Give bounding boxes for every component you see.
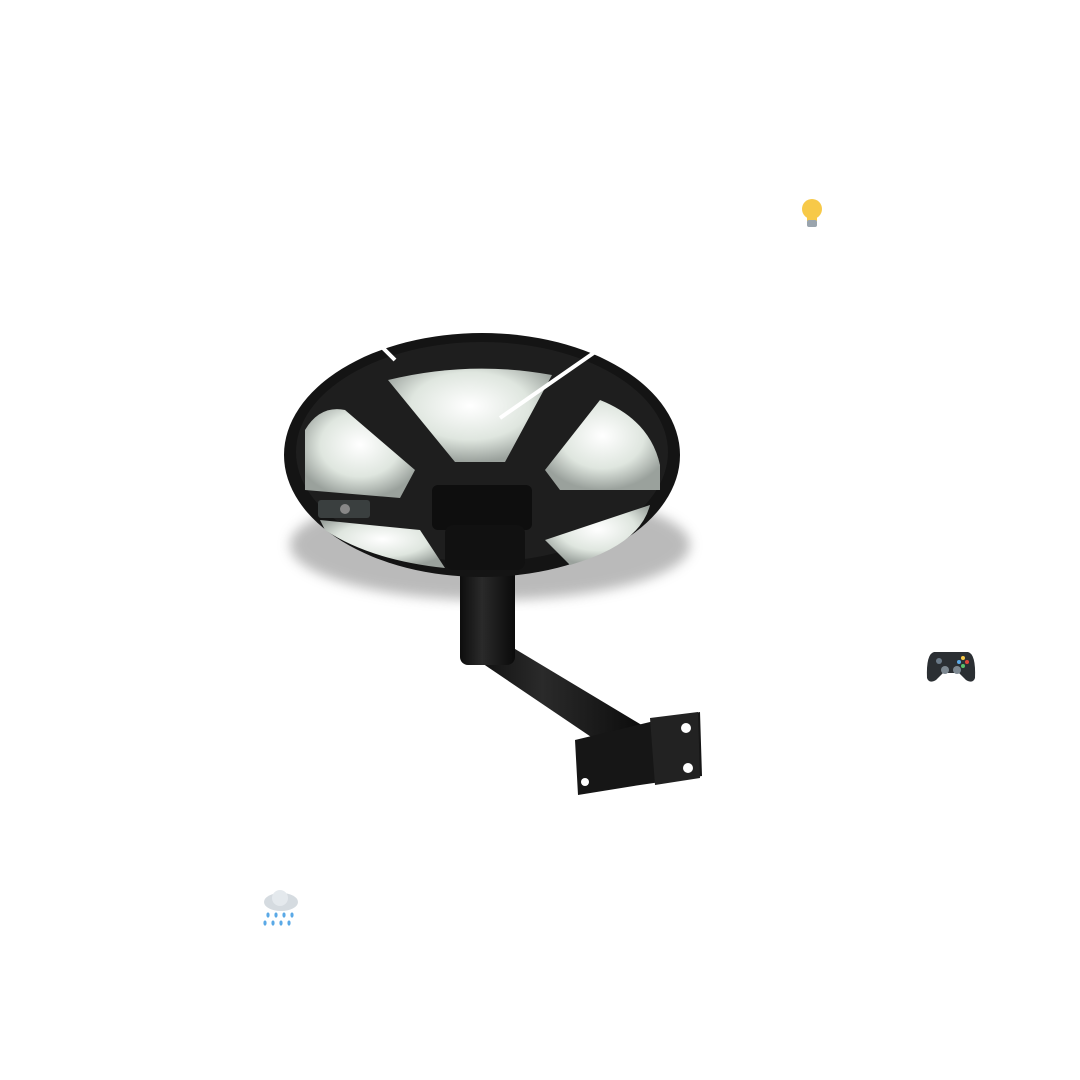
light-bulb-icon [802, 199, 822, 227]
mounting-arm [460, 555, 702, 795]
lamp-head [284, 333, 680, 577]
rain-cloud-icon [263, 890, 298, 926]
game-controller-icon [926, 652, 976, 682]
